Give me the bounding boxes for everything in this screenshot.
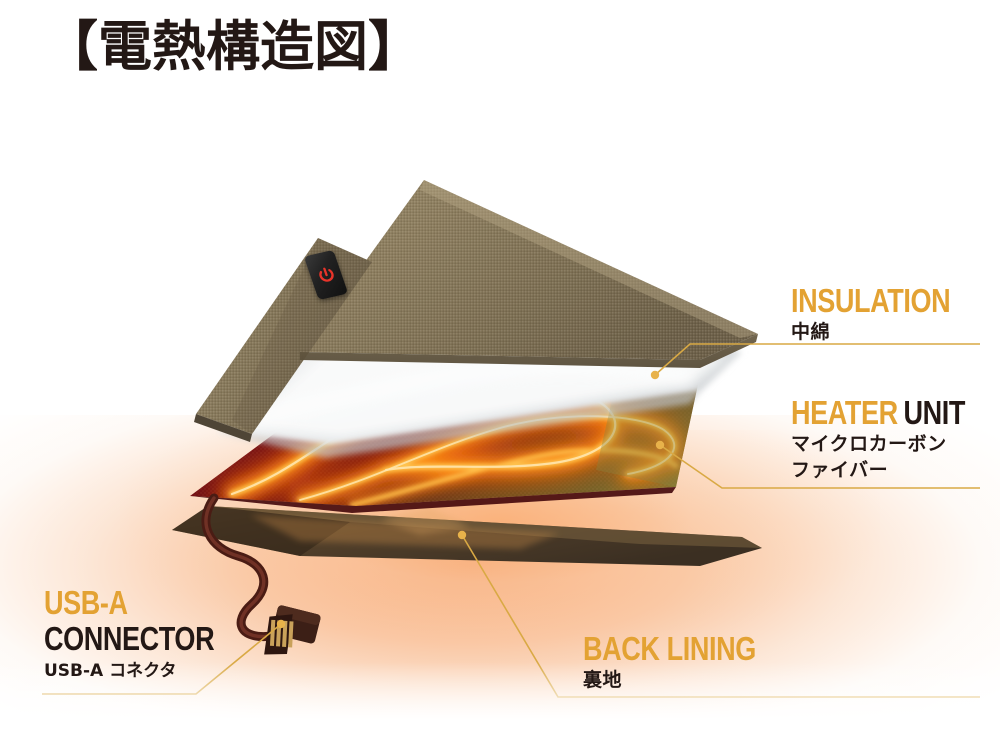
- layer-insulation: [218, 238, 742, 458]
- leader-insulation: [654, 343, 980, 376]
- heating-element-trace: [219, 371, 686, 506]
- power-button[interactable]: [303, 249, 349, 301]
- label-heater-en-secondary: UNIT: [903, 394, 966, 431]
- label-heater-en-primary: HEATER: [791, 394, 898, 431]
- label-insulation-jp: 中綿: [791, 321, 831, 343]
- power-icon: [318, 267, 334, 282]
- layer-back-lining: [172, 506, 762, 566]
- label-heater-jp-line1: マイクロカーボン: [791, 433, 947, 455]
- label-back-lining-jp: 裏地: [583, 669, 623, 691]
- label-back-lining-en: BACK LINING: [583, 630, 756, 667]
- leader-dot-usb: [276, 619, 286, 629]
- usb-a-plug: [264, 605, 321, 655]
- label-heater-jp-line2: ファイバー: [791, 459, 889, 481]
- page-title: 【電熱構造図】: [44, 15, 422, 78]
- leader-dot-heater: [655, 440, 665, 450]
- label-back-lining: BACK LINING 裏地: [583, 632, 794, 692]
- leader-dot-insulation: [650, 370, 660, 380]
- leader-dot-back-lining: [457, 530, 467, 540]
- layer-outer-shell: [194, 180, 758, 442]
- label-insulation-en: INSULATION: [791, 282, 951, 319]
- label-insulation: INSULATION 中綿: [791, 284, 985, 344]
- label-usb-connector: USB-A CONNECTOR USB-A コネクタ: [44, 584, 252, 682]
- label-usb-jp: USB-A コネクタ: [44, 661, 177, 681]
- label-usb-en-line1: USB-A: [44, 584, 128, 621]
- label-usb-en-line2: CONNECTOR: [44, 620, 215, 657]
- layer-heater-unit: [190, 330, 700, 513]
